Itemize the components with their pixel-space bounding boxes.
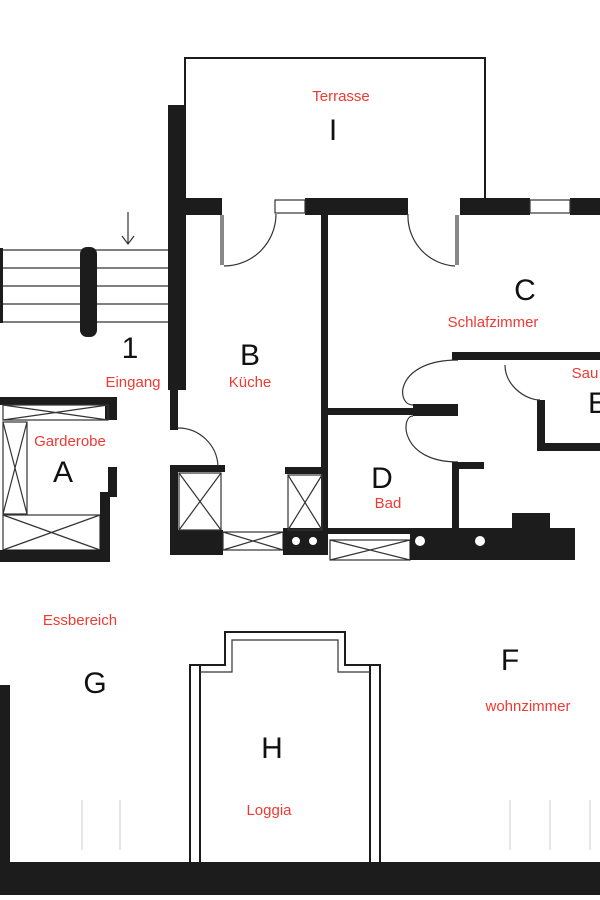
door [504,364,541,401]
room-name-loggia: Loggia [246,802,292,819]
wall [285,467,323,474]
room-name-garderobe: Garderobe [34,433,106,450]
door [405,415,459,463]
room-letter-A: A [53,456,73,489]
room-letter-1: 1 [122,332,139,365]
wall [452,352,600,360]
wall [460,198,530,215]
wall [321,215,328,535]
wall [459,462,484,469]
room-name-schlafzimmer: Schlafzimmer [448,314,539,331]
wall [185,198,222,215]
wall [512,513,550,530]
room-letter-G: G [83,667,106,700]
wall [178,530,223,555]
room-letter-I: I [329,114,337,147]
room-name-eingang: Eingang [105,374,160,391]
wall [452,462,459,532]
wall [570,198,600,215]
wall [410,528,575,560]
room-letter-D: D [371,462,393,495]
wall [537,443,600,451]
wall [170,465,225,472]
room-letter-F: F [501,644,519,677]
room-name-bad: Bad [375,495,402,512]
loggia-outline [189,631,381,864]
window [274,199,306,214]
wall [170,385,178,430]
wall [170,465,178,555]
staircase [0,212,168,337]
wall [283,528,328,555]
room-name-wohnzimmer: wohnzimmer [484,698,570,715]
room-name-sauna: Sau [572,365,599,382]
wall [537,400,545,450]
room-letter-B: B [240,339,260,372]
door [220,213,459,267]
wall [305,198,408,215]
room-letter-H: H [261,732,283,765]
room-letter-E: E [588,387,600,420]
wall [328,408,413,415]
wall [328,528,413,534]
window [529,199,571,214]
room-name-terrasse: Terrasse [312,88,370,105]
wardrobe [0,397,117,562]
wall [0,862,600,895]
room-name-kueche: Küche [229,374,272,391]
wall [0,685,10,865]
arrow-down-icon [121,212,135,245]
door [402,359,459,406]
window-marks [81,800,591,850]
wall [168,105,186,390]
door [177,427,219,467]
wall [413,404,458,416]
room-name-essbereich: Essbereich [43,612,117,629]
room-letter-C: C [514,274,536,307]
